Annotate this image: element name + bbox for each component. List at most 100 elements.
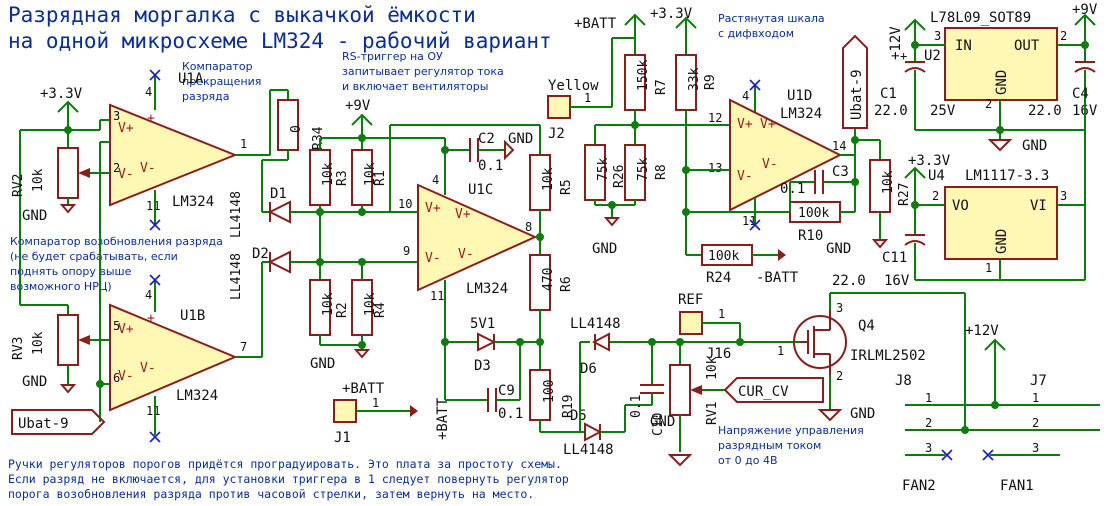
svg-text:14: 14 xyxy=(832,139,846,153)
note-comparator-resume-1: Компаратор возобновления разряда xyxy=(10,235,223,248)
c11-ref: C11 xyxy=(882,250,907,266)
svg-text:12: 12 xyxy=(708,111,722,125)
c11-volt: 16V xyxy=(884,273,910,289)
svg-text:V+: V+ xyxy=(760,117,776,132)
d5-ref: D5 xyxy=(570,408,587,424)
svg-text:V+: V+ xyxy=(455,207,471,222)
note-comparator-stop-2: прекращения xyxy=(182,75,261,88)
note-bottom-2: Если разряд не включается, для установки… xyxy=(8,472,569,486)
svg-text:2: 2 xyxy=(985,97,992,111)
pwr-nbatt: -BATT xyxy=(756,270,799,286)
opamp-u1c: V+ V- V+ V- U1C LM324 10 9 8 4 11 xyxy=(398,173,538,303)
note-comparator-stop-1: Компаратор xyxy=(182,60,253,73)
d3-ref: D3 xyxy=(474,358,491,374)
d3-symbol xyxy=(477,332,497,352)
rv2-body[interactable] xyxy=(57,147,79,199)
note-bottom-1: Ручки регуляторов порогов придётся прогр… xyxy=(8,457,562,471)
note-comparator-resume-4: возможного НРЦ) xyxy=(10,280,112,293)
d6-symbol xyxy=(591,332,610,352)
ubat9-label-right xyxy=(842,34,868,129)
c2-ref: C2 xyxy=(478,131,495,147)
opamp-u1a: V+ V- + V- U1A LM324 3 2 1 4 11 xyxy=(109,71,247,213)
gnd-label-r8: GND xyxy=(592,241,617,257)
svg-text:4: 4 xyxy=(145,288,152,302)
c11-value: 22.0 xyxy=(832,273,866,289)
pwr-v9-right: +9V xyxy=(1072,2,1098,18)
nc-mark-u1a-top xyxy=(149,69,161,81)
u1a-ref: U1A xyxy=(178,71,204,87)
c9-ref: C9 xyxy=(498,383,515,399)
pwr-v33-right: +3.3V xyxy=(908,153,951,169)
d1-value: LL4148 xyxy=(229,191,244,238)
svg-text:3: 3 xyxy=(925,441,932,455)
gnd-label-r2: GND xyxy=(310,356,335,372)
svg-text:11: 11 xyxy=(742,214,756,228)
svg-text:V-: V- xyxy=(425,251,441,266)
rv3-value: 10k xyxy=(31,331,46,355)
svg-text:4: 4 xyxy=(432,173,439,187)
note-stretched-scale-1: Растянутая шкала xyxy=(718,12,825,25)
note-rs-trigger-1: RS-триггер на ОУ xyxy=(342,50,443,63)
svg-text:1: 1 xyxy=(925,391,932,405)
svg-text:1: 1 xyxy=(240,137,247,151)
svg-text:10: 10 xyxy=(398,197,412,211)
j7-ref: J7 xyxy=(1030,373,1047,389)
note-comparator-resume-2: (не будет срабатывать, если xyxy=(10,250,178,263)
r24-value: 100k xyxy=(708,249,739,264)
nc-mark-u1b-top xyxy=(149,274,161,286)
nc-mark-u1b-bot xyxy=(149,431,161,443)
j2-value: Yellow xyxy=(548,78,599,94)
c4-ref: C4 xyxy=(1072,86,1089,102)
r7-value: 150k xyxy=(636,60,651,91)
r3-ref-alt: R3 xyxy=(335,170,350,186)
r34-value: 0 xyxy=(289,125,304,133)
svg-text:V-: V- xyxy=(458,247,474,262)
r19-ref: R19 xyxy=(561,395,576,418)
nc-mark-u1a-bot xyxy=(149,219,161,231)
svg-text:4: 4 xyxy=(145,85,152,99)
r6-ref: R6 xyxy=(559,276,574,292)
j2-pad[interactable] xyxy=(547,95,571,119)
rv1-value: 10k xyxy=(705,356,720,380)
svg-text:+: + xyxy=(147,311,155,326)
title-line2: на одной микросхеме LM324 - рабочий вари… xyxy=(8,29,552,53)
r24-ref: R24 xyxy=(706,270,731,286)
note-bottom-3: порога возобновления разряда против часо… xyxy=(8,487,534,501)
title-line1: Разрядная моргалка с выкачкой ёмкости xyxy=(8,3,476,27)
r9-value: 33k xyxy=(687,67,702,91)
j16-pad[interactable] xyxy=(679,311,703,335)
svg-text:2: 2 xyxy=(113,161,120,175)
svg-text:1: 1 xyxy=(372,396,379,410)
u1b-ref: U1B xyxy=(180,308,205,324)
c1-ref: C1 xyxy=(880,86,897,102)
note-comparator-stop-3: разряда xyxy=(182,90,230,103)
svg-text:2: 2 xyxy=(836,369,843,383)
svg-text:V-: V- xyxy=(118,369,134,384)
pwr-batt-vert: +BATT xyxy=(435,397,451,440)
gnd-label-r27: GND xyxy=(826,241,851,257)
u2-ref: U2 xyxy=(924,48,941,64)
u1d-ref: U1D xyxy=(787,88,812,104)
r27-value: 10k xyxy=(881,170,896,194)
svg-text:9: 9 xyxy=(403,244,410,258)
r2-ref: R2 xyxy=(335,302,350,318)
svg-text:7: 7 xyxy=(240,340,247,354)
j1-pad[interactable] xyxy=(333,399,357,423)
j7-value: FAN1 xyxy=(1000,478,1034,494)
c2-value: 0.1 xyxy=(478,158,503,174)
svg-text:11: 11 xyxy=(430,289,444,303)
u4-ref: U4 xyxy=(928,168,945,184)
u4-value: LM1117-3.3 xyxy=(965,168,1049,184)
rv3-body[interactable] xyxy=(57,314,79,366)
d2-value: LL4148 xyxy=(229,253,244,300)
svg-text:2: 2 xyxy=(1032,416,1039,430)
u1d-value: LM324 xyxy=(780,106,822,122)
curcv-text: CUR_CV xyxy=(738,384,789,400)
svg-text:1: 1 xyxy=(1032,391,1039,405)
rv1-body[interactable] xyxy=(669,364,691,416)
pwr-v33-mid: +3.3V xyxy=(650,6,693,22)
pwr-v9-mid: +9V xyxy=(345,98,371,114)
svg-text:5: 5 xyxy=(113,319,120,333)
d2-ref: D2 xyxy=(252,246,269,262)
u2-value: L78L09_SOT89 xyxy=(930,10,1031,26)
